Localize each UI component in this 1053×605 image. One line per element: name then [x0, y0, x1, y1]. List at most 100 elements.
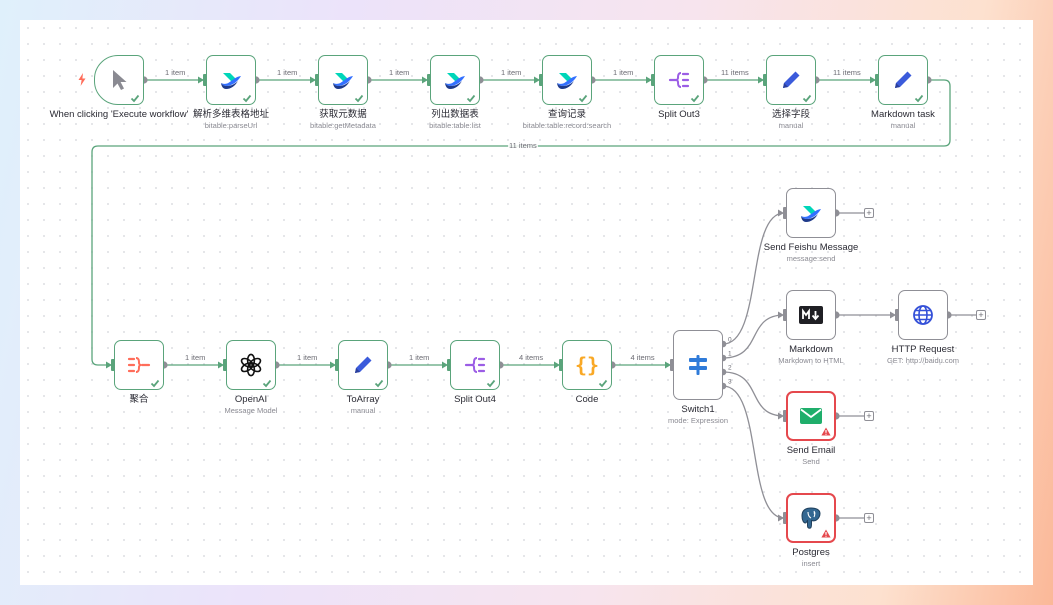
- edge-item-count: 1 item: [408, 353, 431, 362]
- edge-item-count: 1 item: [612, 68, 635, 77]
- connection-arrow: [198, 76, 204, 84]
- connection-arrow: [778, 514, 784, 522]
- warning-triangle-icon: [821, 529, 831, 538]
- connection-arrow: [758, 76, 764, 84]
- node-markdown-task[interactable]: [878, 55, 928, 105]
- edge-item-count: 1 item: [500, 68, 523, 77]
- globe-icon: [911, 303, 935, 327]
- feishu-icon: [799, 202, 823, 224]
- node-查询记录[interactable]: [542, 55, 592, 105]
- node-subtitle: GET: http://baidu.com: [886, 356, 960, 365]
- success-check-icon: [150, 378, 160, 388]
- pencil-icon: [891, 68, 915, 92]
- node-send-email[interactable]: [786, 391, 836, 441]
- node-postgres[interactable]: [786, 493, 836, 543]
- connection-arrow: [422, 76, 428, 84]
- connection-arrow: [106, 361, 112, 369]
- switch-output-connection[interactable]: [722, 385, 785, 519]
- connection-arrow: [778, 311, 784, 319]
- node-列出数据表[interactable]: [430, 55, 480, 105]
- email-icon: [799, 406, 823, 426]
- switch-output-connection[interactable]: [722, 314, 785, 359]
- node-toarray[interactable]: [338, 340, 388, 390]
- connection-arrow: [534, 76, 540, 84]
- node-label: 获取元数据: [319, 109, 367, 120]
- feishu-icon: [219, 69, 243, 91]
- switch-output-index: 1: [728, 351, 732, 358]
- node-send-feishu-message[interactable]: [786, 188, 836, 238]
- add-node-plus-button[interactable]: +: [976, 310, 986, 320]
- switch-output-index: 0: [728, 337, 732, 344]
- node-选择字段[interactable]: [766, 55, 816, 105]
- edge-item-count: 4 items: [518, 353, 545, 362]
- openai-icon: [239, 353, 263, 377]
- node-openai[interactable]: [226, 340, 276, 390]
- connection-arrow: [554, 361, 560, 369]
- postgres-icon: [800, 506, 822, 530]
- node-split-out4[interactable]: [450, 340, 500, 390]
- aggregate-icon: [127, 354, 151, 376]
- node-subtitle: bitable:getMetadata: [310, 121, 376, 130]
- node-subtitle: manual: [350, 406, 376, 415]
- success-check-icon: [130, 93, 140, 103]
- edge-item-count: 1 item: [164, 68, 187, 77]
- node-label: 列出数据表: [431, 109, 479, 120]
- node-subtitle: insert: [801, 559, 821, 568]
- node-label: Split Out4: [454, 394, 496, 405]
- node-subtitle: manual: [890, 121, 916, 130]
- split-out-icon: [667, 69, 691, 91]
- node-解析多维表格地址[interactable]: [206, 55, 256, 105]
- add-node-plus-button[interactable]: +: [864, 411, 874, 421]
- connection-arrow: [442, 361, 448, 369]
- edge-item-count: 1 item: [276, 68, 299, 77]
- success-check-icon: [242, 93, 252, 103]
- edge-item-count: 11 items: [508, 141, 538, 150]
- success-check-icon: [466, 93, 476, 103]
- node-subtitle: mode: Expression: [667, 416, 729, 425]
- node-subtitle: Message Model: [224, 406, 278, 415]
- connection-arrow: [646, 76, 652, 84]
- node-code[interactable]: {}: [562, 340, 612, 390]
- success-check-icon: [262, 378, 272, 388]
- success-check-icon: [486, 378, 496, 388]
- edge-item-count: 1 item: [184, 353, 207, 362]
- success-check-icon: [374, 378, 384, 388]
- success-check-icon: [690, 93, 700, 103]
- node-markdown[interactable]: [786, 290, 836, 340]
- node-聚合[interactable]: [114, 340, 164, 390]
- success-check-icon: [914, 93, 924, 103]
- node-label: OpenAI: [234, 394, 268, 405]
- edge-item-count: 4 items: [629, 353, 656, 362]
- feishu-icon: [443, 69, 467, 91]
- node-subtitle: bitable:parseUrl: [204, 121, 258, 130]
- node-获取元数据[interactable]: [318, 55, 368, 105]
- switch-output-connection[interactable]: [722, 371, 785, 417]
- node-subtitle: bitable:table:list: [429, 121, 481, 130]
- svg-text:{}: {}: [575, 353, 599, 377]
- node-switch1[interactable]: [673, 330, 723, 400]
- warning-triangle-icon: [821, 427, 831, 436]
- success-check-icon: [598, 378, 608, 388]
- switch-output-connection[interactable]: [722, 212, 785, 345]
- node-http-request[interactable]: [898, 290, 948, 340]
- node-label: Send Email: [786, 445, 836, 456]
- node-label: Code: [575, 394, 599, 405]
- switch-output-index: 2: [728, 365, 732, 372]
- node-when-clicking-execute-workflow[interactable]: [94, 55, 144, 105]
- connection-arrow: [330, 361, 336, 369]
- connection-arrow: [870, 76, 876, 84]
- pencil-icon: [351, 353, 375, 377]
- node-label: Markdown: [789, 344, 833, 355]
- node-label: Split Out3: [658, 109, 700, 120]
- edge-item-count: 1 item: [296, 353, 319, 362]
- add-node-plus-button[interactable]: +: [864, 208, 874, 218]
- node-split-out3[interactable]: [654, 55, 704, 105]
- node-label: Markdown task: [871, 109, 935, 120]
- connection-arrow: [218, 361, 224, 369]
- add-node-plus-button[interactable]: +: [864, 513, 874, 523]
- switch-output-index: 3: [728, 379, 732, 386]
- node-subtitle: manual: [778, 121, 804, 130]
- success-check-icon: [354, 93, 364, 103]
- node-label: Send Feishu Message: [763, 242, 859, 253]
